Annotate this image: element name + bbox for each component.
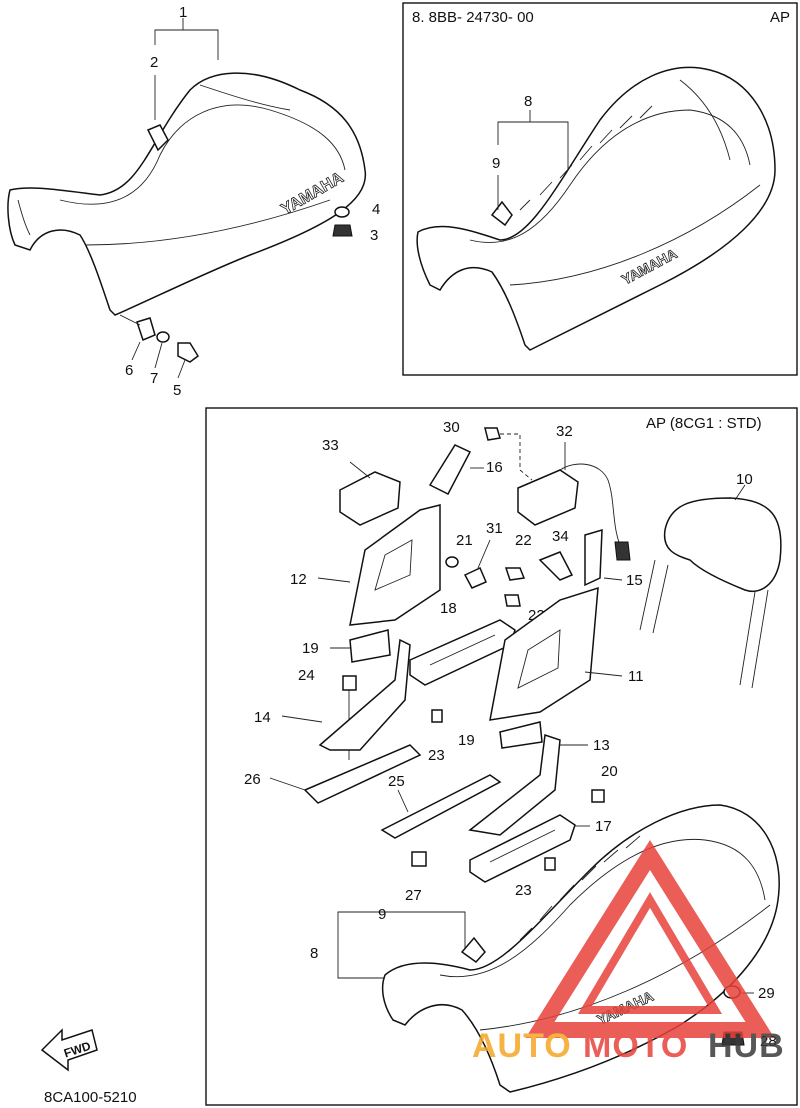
label-3: 3 <box>370 227 378 244</box>
label-5: 5 <box>173 382 181 399</box>
label-34: 34 <box>552 528 569 545</box>
part-19b-plate <box>499 721 543 749</box>
part-11-bracket <box>489 586 599 721</box>
label-25: 25 <box>388 773 405 790</box>
seat-assembly-1: YAMAHA <box>7 72 367 316</box>
part-25-base <box>380 774 502 839</box>
bottom-frame <box>205 407 798 1106</box>
part-31-clamp <box>463 566 487 589</box>
label-6: 6 <box>125 362 133 379</box>
top-right-frame <box>402 2 798 376</box>
label-22a: 22 <box>515 532 532 549</box>
label-tr-9: 9 <box>492 155 500 172</box>
label-21: 21 <box>456 532 473 549</box>
part-23b-bolt <box>544 857 556 871</box>
label-33: 33 <box>322 437 339 454</box>
label-20: 20 <box>601 763 618 780</box>
part-19a-plate <box>349 629 391 663</box>
label-13: 13 <box>593 737 610 754</box>
fwd-arrow: FWD <box>40 1028 98 1072</box>
part-24-bolt <box>342 675 357 691</box>
label-27: 27 <box>405 887 422 904</box>
part-3-grommet <box>332 224 353 237</box>
part-16-grip <box>428 444 472 495</box>
label-tr-8: 8 <box>524 93 532 110</box>
label-32: 32 <box>556 423 573 440</box>
label-7: 7 <box>150 370 158 387</box>
label-30: 30 <box>443 419 460 436</box>
part-7-washer <box>156 331 170 343</box>
seat-assembly-8-bottom: YAMAHA <box>381 804 780 1093</box>
label-4: 4 <box>372 201 380 218</box>
label-10: 10 <box>736 471 753 488</box>
watermark-logo: AUTO MOTO HUB <box>472 839 785 1065</box>
part-30-bolt <box>484 427 501 441</box>
part-17-pad <box>469 814 576 883</box>
part-13-rail <box>468 733 561 836</box>
part-23a-bolt <box>431 709 443 723</box>
part-22b-bolt <box>504 594 521 607</box>
part-22a-bolt <box>504 567 526 581</box>
label-15: 15 <box>626 572 643 589</box>
label-16: 16 <box>486 459 503 476</box>
part-4-damper <box>334 206 350 218</box>
part-5-bolt <box>177 342 199 363</box>
part-10-backrest <box>663 497 782 592</box>
watermark-text-hub: HUB <box>708 1027 785 1065</box>
seat-assembly-8-top: YAMAHA <box>416 66 776 351</box>
part-33-cover <box>339 471 401 526</box>
bottom-header: AP (8CG1 : STD) <box>646 415 762 432</box>
label-23b: 23 <box>515 882 532 899</box>
part-12-bracket <box>349 504 441 626</box>
label-29: 29 <box>758 985 775 1002</box>
part-15-grip <box>584 528 603 587</box>
label-b9: 9 <box>378 906 386 923</box>
watermark-text-moto: MOTO <box>583 1027 688 1065</box>
part-26-base <box>303 744 422 804</box>
label-19a: 19 <box>302 640 319 657</box>
watermark-text-auto: AUTO <box>472 1027 572 1065</box>
top-right-header: 8. 8BB- 24730- 00 <box>412 9 534 26</box>
label-2: 2 <box>150 54 158 71</box>
top-right-tag: AP <box>770 9 790 26</box>
diagram-code: 8CA100-5210 <box>44 1089 137 1106</box>
label-26: 26 <box>244 771 261 788</box>
part-21-nut <box>445 556 459 568</box>
label-31: 31 <box>486 520 503 537</box>
label-14: 14 <box>254 709 271 726</box>
label-b8: 8 <box>310 945 318 962</box>
label-23a: 23 <box>428 747 445 764</box>
label-24: 24 <box>298 667 315 684</box>
part-34-stay <box>538 551 574 581</box>
label-17: 17 <box>595 818 612 835</box>
part-6-bracket <box>136 317 156 342</box>
label-19b: 19 <box>458 732 475 749</box>
watermark-triangle-icon <box>525 839 775 1038</box>
label-1: 1 <box>179 4 187 21</box>
part-20-bolt <box>591 789 605 803</box>
label-12: 12 <box>290 571 307 588</box>
part-27-bolt <box>411 851 427 867</box>
label-18: 18 <box>440 600 457 617</box>
part-32-switch <box>517 469 579 526</box>
label-11: 11 <box>628 668 644 685</box>
part-14-rail <box>318 638 411 751</box>
